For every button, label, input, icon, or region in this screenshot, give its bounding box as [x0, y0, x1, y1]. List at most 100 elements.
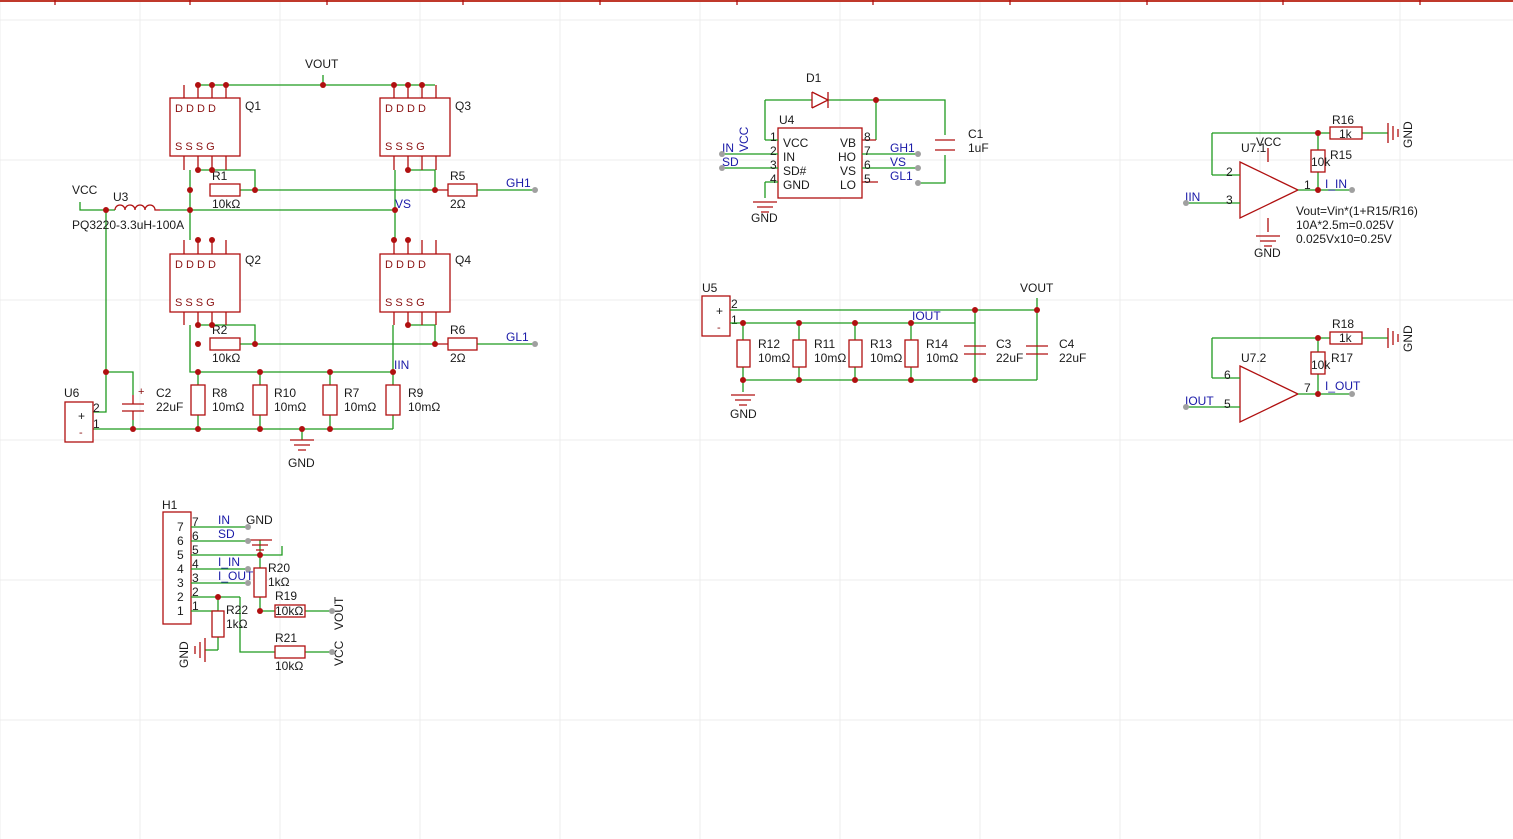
h1-i-in-net: I_IN — [218, 555, 240, 569]
svg-text:6: 6 — [177, 534, 184, 548]
shunt-r12[interactable] — [736, 339, 751, 368]
r14-value: 10mΩ — [926, 351, 958, 365]
u4-gh1-net: GH1 — [890, 141, 915, 155]
u4-label: U4 — [779, 113, 795, 127]
u4-pin-lo: LO — [840, 178, 856, 192]
note-shunt: 10A*2.5m=0.025V — [1296, 218, 1394, 232]
opamp-u71[interactable] — [1239, 160, 1300, 220]
svg-text:3: 3 — [1226, 193, 1233, 207]
svg-text:5: 5 — [1224, 397, 1231, 411]
u5-gnd-label: GND — [730, 407, 757, 421]
svg-text:D D D D: D D D D — [175, 103, 216, 115]
svg-text:3: 3 — [192, 571, 199, 585]
shunt-r8[interactable] — [190, 384, 206, 416]
h1-sd-net: SD — [218, 527, 235, 541]
capacitor-c1[interactable] — [935, 139, 955, 151]
resistor-r1[interactable] — [209, 183, 241, 197]
net-iin-label: IIN — [394, 358, 409, 372]
r19-label: R19 — [275, 589, 297, 603]
r20-value: 1kΩ — [268, 575, 290, 589]
net-i-in-label: I_IN — [1325, 177, 1347, 191]
capacitor-c3[interactable] — [964, 345, 986, 355]
svg-text:4: 4 — [770, 172, 777, 186]
d1-label: D1 — [806, 71, 822, 85]
r16-label: R16 — [1332, 113, 1354, 127]
r22-label: R22 — [226, 603, 248, 617]
q1-label: Q1 — [245, 99, 261, 113]
resistor-r5[interactable] — [447, 183, 478, 197]
resistor-r19[interactable] — [274, 604, 306, 618]
resistor-r22[interactable] — [211, 610, 225, 638]
h-bridge-block[interactable]: D D D DS S S G D D D DS S S G D D D DS S… — [64, 57, 538, 470]
diode-d1[interactable] — [811, 91, 830, 109]
svg-text:D D D D: D D D D — [385, 259, 426, 271]
r1-label: R1 — [212, 169, 228, 183]
resistor-r17[interactable] — [1310, 351, 1326, 375]
shunt-r10[interactable] — [252, 384, 268, 416]
gnd-main-label: GND — [288, 456, 315, 470]
mosfet-q4[interactable] — [379, 253, 451, 313]
r5-label: R5 — [450, 169, 466, 183]
c4-label: C4 — [1059, 337, 1075, 351]
svg-text:2: 2 — [177, 590, 184, 604]
svg-text:-: - — [717, 322, 721, 334]
resistor-r21[interactable] — [274, 645, 306, 659]
u4-gl1-net: GL1 — [890, 169, 913, 183]
resistor-r15[interactable] — [1310, 149, 1326, 173]
resistor-r16[interactable] — [1329, 126, 1363, 140]
resistor-r18[interactable] — [1329, 331, 1363, 345]
mosfet-q3[interactable] — [379, 97, 451, 157]
shunt-r13[interactable] — [848, 339, 863, 368]
resistor-r20[interactable] — [253, 567, 267, 598]
net-iout-label: IOUT — [912, 309, 941, 323]
driver-ic-u4[interactable] — [777, 127, 863, 199]
connector-u5[interactable] — [701, 295, 731, 337]
shunt-r7[interactable] — [322, 384, 338, 416]
mosfet-q2[interactable] — [169, 253, 241, 313]
opamp-u72-block[interactable]: U7.2 R18 1k GND R17 10k I_OUT IOUT 657 — [1183, 317, 1415, 424]
header-h1[interactable] — [162, 511, 192, 625]
note-output: 0.025Vx10=0.25V — [1296, 232, 1392, 246]
svg-text:S S S G: S S S G — [175, 141, 215, 153]
net-sd-label: SD — [722, 155, 739, 169]
shunt-r9[interactable] — [385, 384, 401, 416]
resistor-r2[interactable] — [209, 337, 241, 351]
u4-pin-ho: HO — [838, 150, 856, 164]
r16-value: 1k — [1339, 127, 1353, 141]
q2-label: Q2 — [245, 253, 261, 267]
q4-label: Q4 — [455, 253, 471, 267]
shunt-r14[interactable] — [904, 339, 919, 368]
mosfet-q1[interactable] — [169, 97, 241, 157]
q3-label: Q3 — [455, 99, 471, 113]
connector-u6[interactable] — [64, 401, 94, 443]
r12-value: 10mΩ — [758, 351, 790, 365]
svg-text:1: 1 — [770, 130, 777, 144]
opamp-u72[interactable] — [1239, 364, 1300, 424]
resistor-r6[interactable] — [447, 337, 478, 351]
svg-text:4: 4 — [192, 557, 199, 571]
u4-pin-vb: VB — [840, 136, 856, 150]
r18-value: 1k — [1339, 331, 1353, 345]
net-gh1-label: GH1 — [506, 176, 531, 190]
opamp-u71-block[interactable]: U7.1 VCC R16 1k GND R15 10k I_IN IIN GND… — [1183, 113, 1418, 260]
current-sense-block[interactable]: +- 21 U5 VOUT IOUT R12 10mΩ R11 10mΩ R13… — [701, 281, 1086, 421]
shunt-r11[interactable] — [792, 339, 807, 368]
svg-text:1: 1 — [192, 599, 199, 613]
svg-text:S S S G: S S S G — [175, 297, 215, 309]
r21-value: 10kΩ — [275, 659, 303, 673]
u4-pin-vs: VS — [840, 164, 856, 178]
r6-value: 2Ω — [450, 351, 466, 365]
c2-label: C2 — [156, 386, 172, 400]
svg-text:2: 2 — [192, 585, 199, 599]
svg-text:-: - — [79, 427, 83, 439]
c2-value: 22uF — [156, 400, 183, 414]
capacitor-c4[interactable] — [1026, 345, 1048, 355]
inductor-u3[interactable] — [114, 204, 160, 211]
capacitor-c2[interactable]: + — [122, 386, 144, 420]
r20-label: R20 — [268, 561, 290, 575]
svg-text:+: + — [78, 409, 85, 423]
r5-value: 2Ω — [450, 197, 466, 211]
